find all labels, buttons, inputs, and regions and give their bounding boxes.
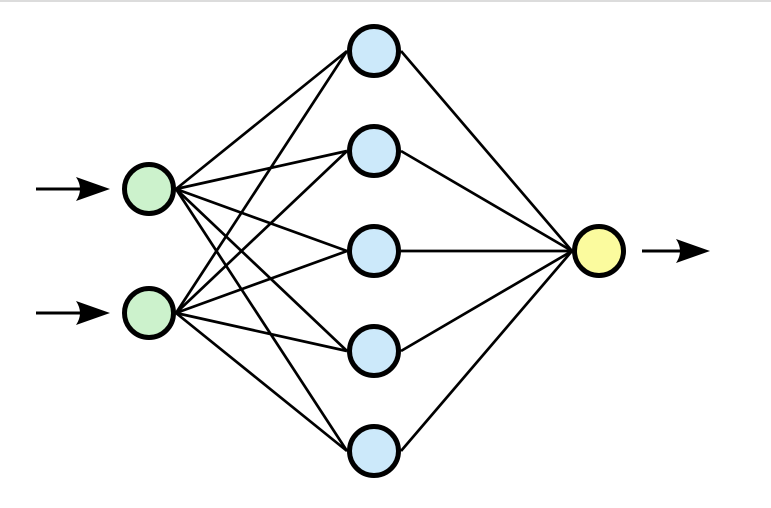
- edge-h5-out: [399, 250, 574, 452]
- edge-in1-h5: [174, 188, 349, 452]
- edge-h4-out: [400, 249, 573, 353]
- edge-in2-h1: [174, 50, 349, 314]
- input-node-2: [122, 286, 176, 340]
- edge-in2-h3: [175, 249, 348, 315]
- edge-in1-h2: [175, 149, 348, 191]
- edge-h2-out: [400, 149, 573, 253]
- input-arrow-2-head: [76, 301, 110, 325]
- input-arrow-1-head: [76, 177, 110, 201]
- hidden-node-1: [347, 24, 401, 78]
- edge-in1-h1: [175, 49, 348, 191]
- edge-h1-out: [399, 50, 574, 252]
- edge-in2-h2: [175, 150, 348, 314]
- edge-in1-h3: [175, 187, 348, 253]
- top-border-line: [0, 0, 771, 2]
- hidden-node-2: [347, 124, 401, 178]
- output-arrow-head: [676, 239, 710, 263]
- input-node-1: [122, 162, 176, 216]
- hidden-node-3: [347, 224, 401, 278]
- output-node-1: [572, 224, 626, 278]
- hidden-node-5: [347, 424, 401, 478]
- hidden-node-4: [347, 324, 401, 378]
- edge-in1-h4: [175, 188, 348, 352]
- edge-in2-h5: [175, 311, 348, 453]
- edge-in2-h4: [175, 311, 348, 353]
